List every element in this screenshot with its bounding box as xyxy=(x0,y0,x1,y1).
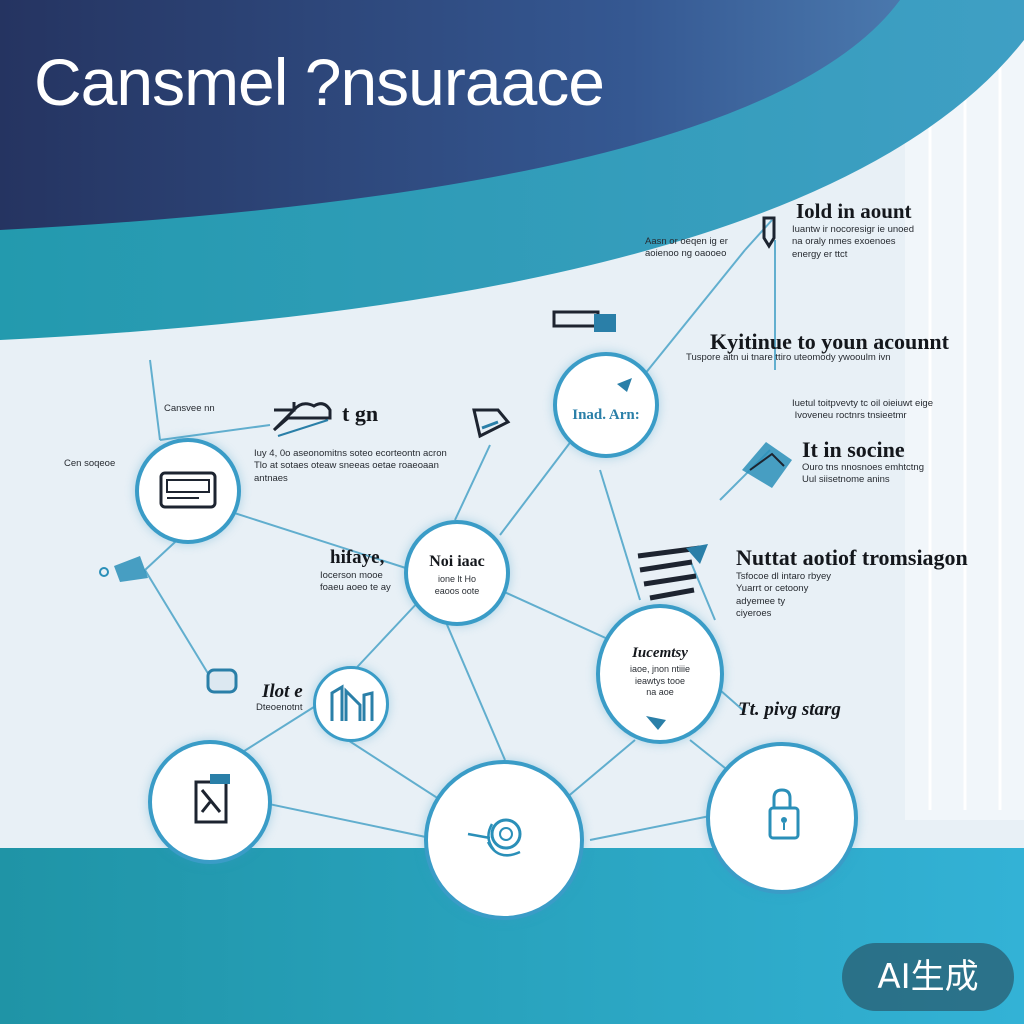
lock-node[interactable] xyxy=(706,742,858,894)
center-node-title: Noi iaac xyxy=(429,553,485,570)
top-node[interactable]: Inad. Arn: xyxy=(553,352,659,458)
tag-icon xyxy=(206,668,238,694)
step-hifaye-title: hifaye, xyxy=(330,547,385,568)
device-icon xyxy=(472,408,511,439)
upper-left-note: Aasn or oeqen ig er aoienoo ng oaooeo xyxy=(645,236,728,260)
center-node-desc: ione lt Ho eaoos oote xyxy=(434,574,480,596)
step-socine-pre: Iuetul toitpvevty tc oil oieiuwt eige Iv… xyxy=(792,398,933,422)
step-continue-title: Kyitinue to youn acounnt xyxy=(710,329,949,354)
ai-generated-badge: AI生成 xyxy=(842,943,1014,1011)
step-sign-title: t gn xyxy=(342,401,379,426)
building-node[interactable] xyxy=(313,666,389,742)
page-title: Cansmel ?nsuraace xyxy=(34,45,605,119)
step-continue-desc: Tuspore aitn ui tnare ttiro uteomody ywo… xyxy=(686,352,891,363)
step-lote-title: Ilot e xyxy=(262,681,303,702)
step-playing-title: Tt. pivg starg xyxy=(738,699,841,720)
right-node-desc: iaoe, jnon ntiiie ieawtys tooe na aoe xyxy=(629,664,691,698)
flag-icon xyxy=(552,310,616,332)
cursor-icon xyxy=(617,378,632,392)
step-socine-desc: Ouro tns nnosnoes emhtctng Uul siisetnom… xyxy=(802,462,924,486)
center-node[interactable]: Noi iaac ione lt Ho eaoos oote xyxy=(404,520,510,626)
key-icon xyxy=(272,402,332,437)
step-sign-desc: Iuy 4, 0o aseonomitns soteo ecorteontn a… xyxy=(254,448,447,484)
card-node[interactable] xyxy=(135,438,241,544)
step-notification-desc: Tsfocoe dl intaro rbyey Yuarrt or cetoon… xyxy=(736,571,832,620)
document-node[interactable] xyxy=(148,740,272,864)
step-socine-title: It in socine xyxy=(802,437,905,462)
hand-wave-icon xyxy=(742,442,792,488)
step-hold-desc: Iuantw ir nocoresigr ie unoed na oraly n… xyxy=(792,224,914,260)
pin-icon xyxy=(762,216,776,249)
fingerprint-node[interactable] xyxy=(424,760,584,920)
step-notification-title: Nuttat aotiof tromsiagon xyxy=(736,545,968,570)
step-lote-desc: Dteoenotnt xyxy=(256,702,303,713)
notification-icon xyxy=(637,544,708,601)
left-mid-label: Cen soqeoe xyxy=(64,458,116,469)
hand-icon xyxy=(646,716,666,730)
pointer-icon xyxy=(99,556,148,582)
right-node-title: Iucemtsy xyxy=(632,645,688,661)
right-node[interactable]: Iucemtsy iaoe, jnon ntiiie ieawtys tooe … xyxy=(596,604,724,744)
step-hold-title: Iold in aount xyxy=(796,199,912,223)
card-icon xyxy=(159,471,217,509)
step-hifaye-desc: Iocerson mooe foaeu aoeo te ay xyxy=(320,570,391,594)
top-node-title: Inad. Arn: xyxy=(572,407,640,423)
lock-icon xyxy=(768,788,800,840)
left-top-label: Cansvee nn xyxy=(164,403,215,414)
document-icon xyxy=(194,774,230,824)
fingerprint-icon xyxy=(467,818,522,857)
building-icon xyxy=(330,684,374,721)
